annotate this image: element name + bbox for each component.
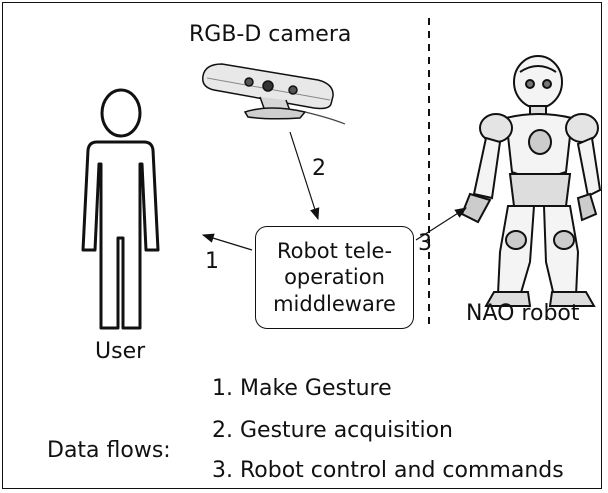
arrow-2-label: 2 <box>312 156 326 181</box>
middleware-box: Robot tele- operation middleware <box>255 226 414 329</box>
person-outline-icon <box>81 88 160 330</box>
robot-label: NAO robot <box>466 301 580 326</box>
middleware-line-3: middleware <box>273 291 396 316</box>
flow-item-3: 3. Robot control and commands <box>212 458 564 483</box>
arrow-1 <box>201 233 253 251</box>
middleware-line-2: operation <box>284 265 385 290</box>
arrow-2 <box>289 131 320 221</box>
data-flows-title: Data flows: <box>47 438 171 463</box>
user-label: User <box>95 339 146 364</box>
arrow-3 <box>415 207 468 241</box>
arrow-3-label: 3 <box>418 231 432 256</box>
flow-item-1: 1. Make Gesture <box>212 376 392 401</box>
middleware-line-1: Robot tele- <box>276 239 393 264</box>
nao-robot-icon <box>460 55 602 307</box>
flow-item-2: 2. Gesture acquisition <box>212 418 454 443</box>
camera-label: RGB-D camera <box>189 22 352 47</box>
arrow-1-label: 1 <box>205 249 219 274</box>
diagram-frame <box>2 2 602 489</box>
rgbd-camera-icon <box>201 63 346 125</box>
